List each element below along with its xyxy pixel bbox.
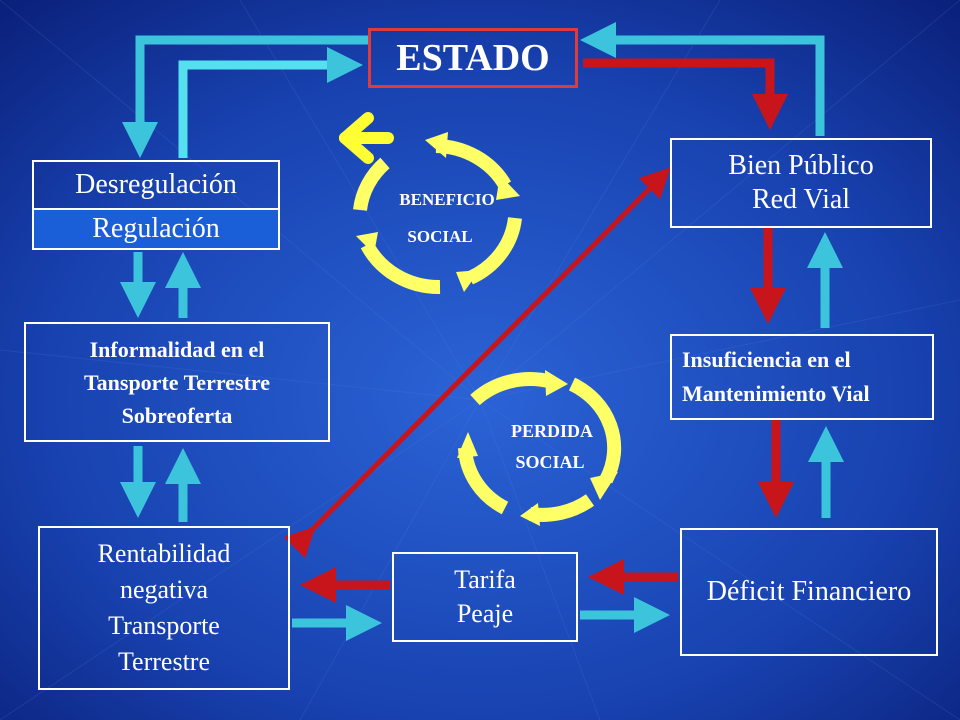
deficit-label: Déficit Financiero (706, 576, 912, 607)
perdida-social-cycle (458, 372, 622, 522)
insuficiencia-line1: Insuficiencia en el (682, 347, 851, 372)
insuficiencia-line2: Mantenimiento Vial (682, 381, 870, 406)
beneficio-head-3 (356, 232, 378, 254)
deficit-box: Déficit Financiero (680, 528, 938, 656)
desregulacion-label: Desregulación (75, 169, 237, 200)
arrow-rentabilidad-bienpublico-diagonal (283, 167, 671, 559)
informalidad-line1: Informalidad en el (89, 336, 265, 362)
beneficio-head-4 (425, 132, 448, 158)
beneficio-arrowheads (356, 132, 520, 292)
perdida-head-4 (457, 432, 478, 458)
rentabilidad-line3: Transporte (108, 611, 220, 640)
bien-publico-line1: Bien Público (728, 150, 874, 181)
beneficio-social-cycle (353, 139, 522, 295)
arrow-estado-to-desregulacion (122, 35, 370, 158)
beneficio-head-2 (456, 270, 480, 292)
regulacion-label: Regulación (92, 213, 220, 244)
perdida-head-1 (545, 370, 568, 396)
perdida-arrowheads (457, 370, 618, 526)
informalidad-box: Informalidad en el Tansporte Terrestre S… (24, 322, 330, 442)
beneficio-head-1 (496, 175, 520, 200)
perdida-label-line2: SOCIAL (515, 452, 584, 472)
rentabilidad-box: Rentabilidad negativa Transporte Terrest… (38, 526, 290, 690)
regulacion-box: Regulación (32, 210, 280, 250)
perdida-label-line1: PERDIDA (511, 421, 593, 441)
informalidad-line2: Tansporte Terrestre (84, 369, 270, 395)
perdida-arc-top (470, 372, 554, 406)
big-yellow-arrow (339, 112, 394, 164)
rentabilidad-line2: negativa (119, 575, 209, 604)
desregulacion-box: Desregulación (32, 160, 280, 210)
perdida-arc-left (458, 447, 509, 515)
perdida-head-2 (590, 472, 618, 500)
bien-publico-box: Bien Público Red Vial (670, 138, 932, 228)
estado-box: ESTADO (368, 28, 578, 88)
tarifa-box: Tarifa Peaje (392, 552, 578, 642)
beneficio-label-line1: BENEFICIO (399, 190, 494, 209)
beneficio-arc-left (353, 157, 390, 212)
bien-publico-line2: Red Vial (751, 184, 851, 215)
informalidad-line3: Sobreoferta (121, 402, 233, 428)
perdida-head-3 (520, 503, 540, 526)
perdida-arc-right (568, 377, 622, 484)
beneficio-arc-bottom (360, 241, 441, 295)
arrow-desregulacion-to-estado (178, 47, 363, 158)
beneficio-arc-right (466, 216, 522, 285)
beneficio-label-line2: SOCIAL (407, 227, 472, 246)
estado-label: ESTADO (396, 37, 550, 79)
perdida-arc-bottom (528, 494, 595, 522)
arrow-estado-to-bienpublico (583, 58, 788, 130)
tarifa-line2: Peaje (456, 599, 514, 628)
rentabilidad-line4: Terrestre (117, 647, 210, 676)
tarifa-line1: Tarifa (454, 565, 516, 594)
rentabilidad-line1: Rentabilidad (97, 539, 231, 568)
insuficiencia-box: Insuficiencia en el Mantenimiento Vial (670, 334, 934, 420)
arrow-bienpublico-to-estado (580, 22, 825, 136)
